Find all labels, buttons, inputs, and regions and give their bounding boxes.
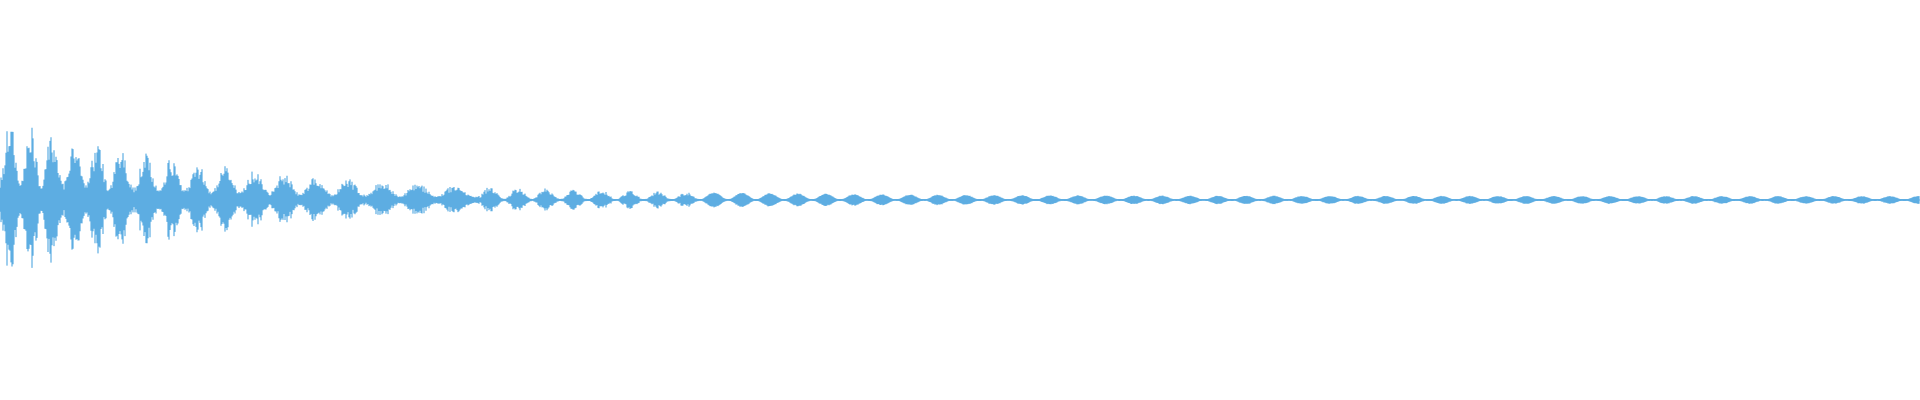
waveform-samples: [0, 127, 1920, 268]
waveform-path: [0, 127, 1920, 268]
